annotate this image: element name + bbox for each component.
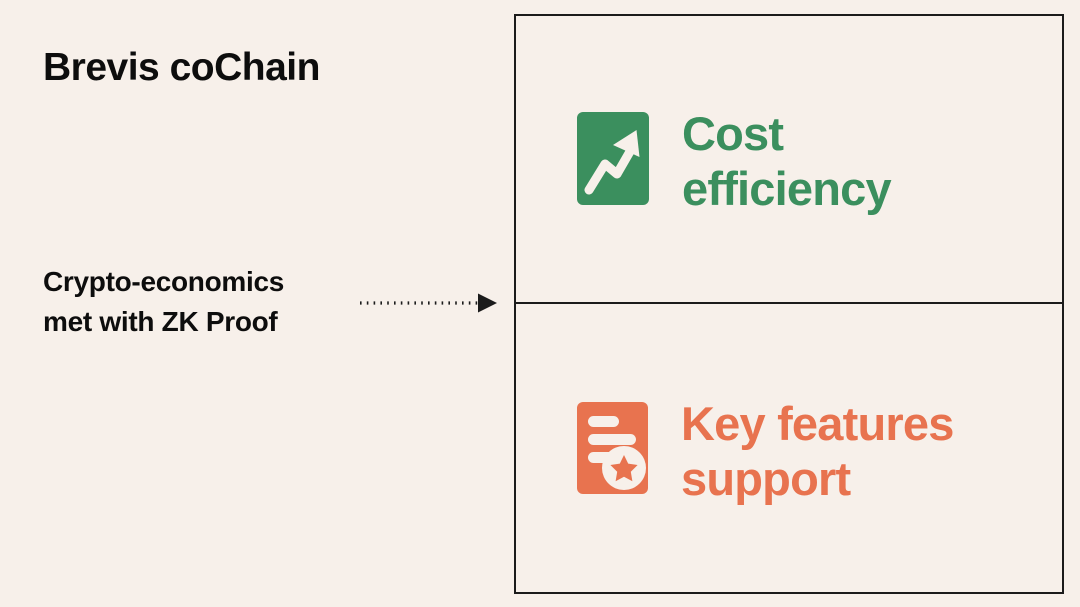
caption-line-2: met with ZK Proof xyxy=(43,305,278,337)
feature-cell-cost-efficiency[interactable]: Cost efficiency xyxy=(577,107,892,217)
feature-label-line-2: support xyxy=(681,452,851,506)
panel-divider xyxy=(514,302,1064,304)
feature-label-line-1: Key features xyxy=(681,397,954,450)
caption-line-1: Crypto-economics xyxy=(43,266,285,297)
feature-panel xyxy=(514,14,1064,594)
feature-label-line-2: efficiency xyxy=(682,162,892,216)
feature-cell-key-features-support[interactable]: Key features support xyxy=(577,397,954,507)
page-title: Brevis coChain xyxy=(43,46,320,89)
trending-up-chart-icon xyxy=(577,112,649,205)
feature-label-key-features-support: Key features support xyxy=(681,396,954,507)
feature-label-line-1: Cost xyxy=(682,107,784,160)
dotted-arrow-right-icon xyxy=(360,293,497,313)
feature-label-cost-efficiency: Cost efficiency xyxy=(682,106,892,217)
caption-text: Crypto-economics met with ZK Proof xyxy=(43,262,284,342)
certificate-star-document-icon xyxy=(577,402,648,494)
